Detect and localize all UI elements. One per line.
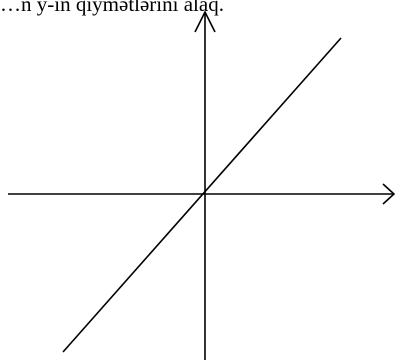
caption-text: …n y-in qiymətlərini alaq. <box>0 0 224 16</box>
diagonal-line <box>62 37 342 353</box>
y-axis-arrowhead <box>194 10 216 33</box>
x-axis-arrowhead <box>382 183 396 205</box>
